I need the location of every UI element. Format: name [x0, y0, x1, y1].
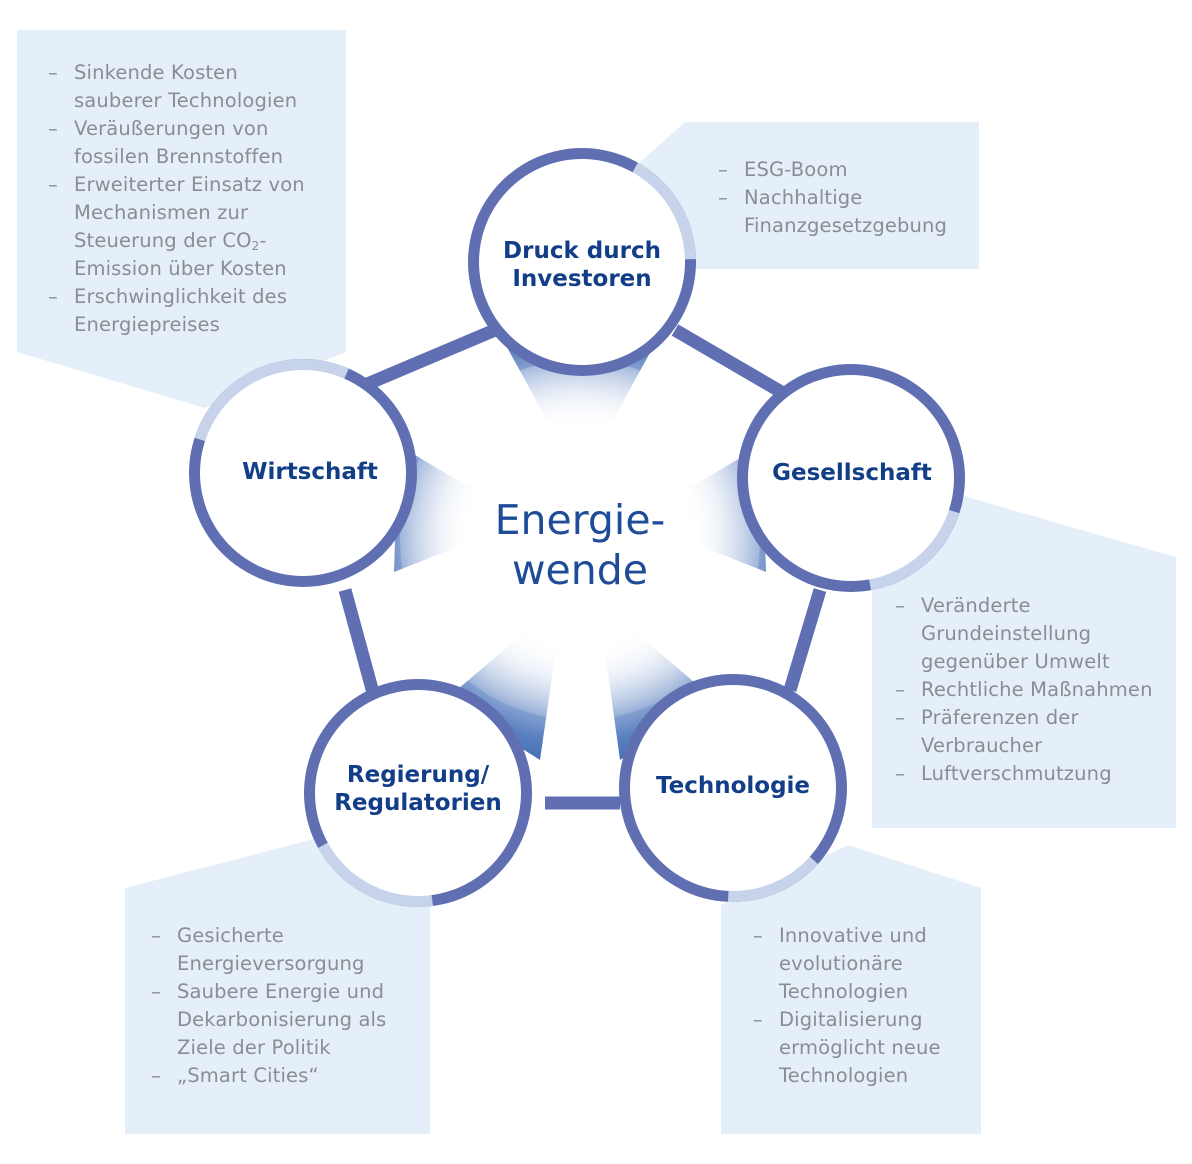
list-item: Gesicherte Energieversorgung	[151, 922, 426, 978]
box-economy-list: Sinkende Kosten sauberer Technologien Ve…	[48, 59, 338, 339]
node-label-economy: Wirtschaft	[242, 459, 378, 485]
center-label-energiewende: Energie- wende	[470, 495, 690, 595]
list-item: Luftverschmutzung	[895, 760, 1170, 788]
co2-line: Steuerung der CO2-	[74, 229, 267, 253]
list-item: Erweiterter Einsatz von Mechanismen zur …	[48, 171, 338, 283]
box-investors-list: ESG-Boom Nachhaltige Finanzgesetzgebung	[718, 156, 973, 240]
box-government-list: Gesicherte Energieversorgung Saubere Ene…	[151, 922, 426, 1090]
node-label-investors: Druck durch Investoren	[503, 238, 661, 292]
node-label-society: Gesellschaft	[772, 460, 932, 486]
center-glow	[400, 360, 760, 720]
list-item: Rechtliche Maßnahmen	[895, 676, 1170, 704]
box-economy: Sinkende Kosten sauberer Technologien Ve…	[48, 59, 338, 339]
list-item: Nachhaltige Finanzgesetzgebung	[718, 184, 973, 240]
list-item: Digitalisierung ermöglicht neue Technolo…	[753, 1006, 978, 1090]
list-item: Saubere Energie und Dekarbonisierung als…	[151, 978, 426, 1062]
center-label-line2: wende	[512, 546, 648, 594]
list-item: Sinkende Kosten sauberer Technologien	[48, 59, 338, 115]
list-item: Erschwinglichkeit des Energiepreises	[48, 283, 338, 339]
list-item: Veräußerungen von fossilen Brennstoffen	[48, 115, 338, 171]
node-rings	[189, 148, 965, 908]
box-society: Veränderte Grundeinstellung gegenüber Um…	[895, 592, 1170, 788]
box-government: Gesicherte Energieversorgung Saubere Ene…	[151, 922, 426, 1090]
node-label-technology: Technologie	[655, 773, 811, 799]
connector-lines	[338, 324, 827, 810]
center-label-line1: Energie-	[494, 496, 666, 544]
node-label-government: Regierung/ Regulatorien	[334, 762, 502, 816]
list-item: ESG-Boom	[718, 156, 973, 184]
list-item: Innovative und evolutionäre Technologien	[753, 922, 978, 1006]
box-technology: Innovative und evolutionäre Technologien…	[753, 922, 978, 1090]
box-society-list: Veränderte Grundeinstellung gegenüber Um…	[895, 592, 1170, 788]
box-investors: ESG-Boom Nachhaltige Finanzgesetzgebung	[718, 156, 973, 240]
list-item: Präferenzen der Verbraucher	[895, 704, 1170, 760]
list-item: „Smart Cities“	[151, 1062, 426, 1090]
list-item: Veränderte Grundeinstellung gegenüber Um…	[895, 592, 1170, 676]
box-technology-list: Innovative und evolutionäre Technologien…	[753, 922, 978, 1090]
